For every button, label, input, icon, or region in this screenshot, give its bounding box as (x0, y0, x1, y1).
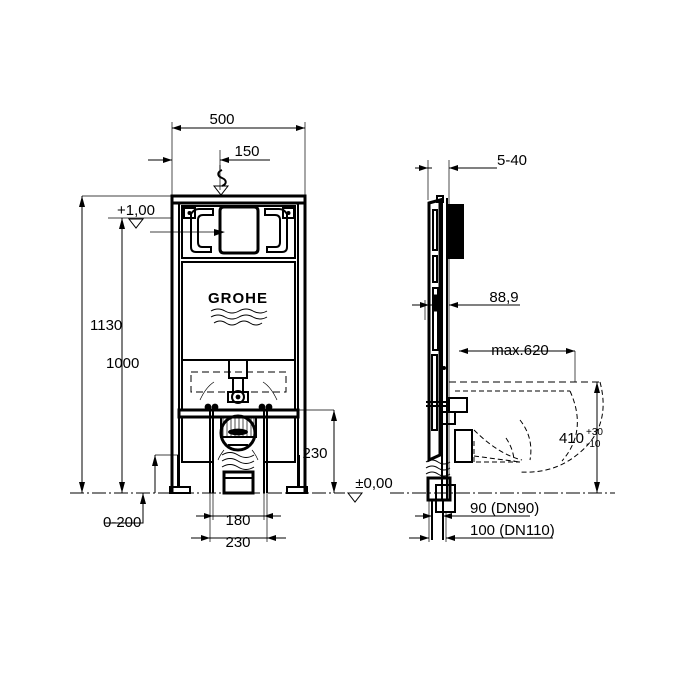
side-frame-profile (425, 195, 473, 540)
dim-230-bottom-label: 230 (225, 534, 250, 551)
dim-dn110-label: 100 (DN110) (470, 522, 555, 539)
datum-zero: ±0,00 (346, 475, 393, 503)
dimension-410: 410 +30 -10 (559, 382, 603, 493)
dim-150-label: 150 (234, 143, 259, 160)
tol-plus-30-label: +30 (586, 427, 603, 438)
actuation-plate-block (449, 205, 463, 258)
dim-max620-label: max.620 (491, 342, 549, 359)
dimension-230-bottom: 230 (191, 493, 286, 551)
dim-88-9-label: 88,9 (489, 289, 518, 306)
dim-1000-label: 1000 (106, 355, 139, 372)
brand-logo-text: GROHE (208, 290, 268, 307)
datum-plus-one: +1,00 (108, 202, 172, 229)
plate-center-window (218, 205, 260, 255)
datum-plus1-label: +1,00 (117, 202, 155, 219)
fixing-bolt-left (204, 403, 219, 411)
dimension-230-right: 230 (280, 409, 337, 493)
dimension-dn110: 100 (DN110) (409, 500, 555, 542)
plate-left-panel (190, 208, 214, 253)
dim-500-label: 500 (209, 111, 234, 128)
dimension-1000: 1000 (106, 218, 139, 493)
grohe-wave-mark (210, 308, 268, 326)
flush-valve-section (181, 359, 296, 411)
dimension-dn90: 90 (DN90) (415, 500, 539, 519)
cistern-body: GROHE (181, 261, 296, 361)
water-supply-symbol (212, 165, 230, 196)
screw-boss-left (183, 207, 196, 219)
bellows (221, 452, 255, 470)
dim-5-40-label: 5-40 (497, 152, 527, 169)
dimension-150: 150 (148, 143, 270, 163)
frame-lower-rail (177, 403, 300, 419)
dimension-500: 500 (172, 111, 305, 131)
dim-dn90-label: 90 (DN90) (470, 500, 539, 517)
datum-zero-label: ±0,00 (355, 475, 392, 492)
dim-410-label: 410 (559, 430, 584, 447)
front-elevation-view: 500 150 (70, 111, 345, 551)
dimension-1130: 1130 (79, 195, 172, 493)
side-bellows (425, 459, 451, 477)
plate-right-panel (264, 208, 288, 253)
side-elevation-view: 5-40 (346, 152, 615, 542)
dimension-max-620: max.620 (459, 342, 576, 382)
dim-180-label: 180 (225, 512, 250, 529)
dimension-0-200: 0-200 (103, 454, 178, 531)
outlet-connector (181, 410, 296, 495)
dimension-88-9: 88,9 (412, 289, 520, 308)
screw-boss-right (282, 207, 295, 219)
flush-plate-opening (150, 205, 296, 259)
dim-0-200-label: 0-200 (103, 514, 141, 531)
dim-1130-label: 1130 (90, 317, 122, 334)
dimension-5-40: 5-40 (415, 152, 527, 171)
tol-minus-10-label: -10 (586, 439, 601, 450)
dim-230-right-label: 230 (302, 445, 327, 462)
dimension-180: 180 (196, 493, 281, 529)
frame-top-rail (170, 194, 307, 205)
wc-bowl-outline (449, 381, 604, 473)
frame-feet (169, 455, 308, 494)
fixing-bolt-right (258, 403, 273, 411)
